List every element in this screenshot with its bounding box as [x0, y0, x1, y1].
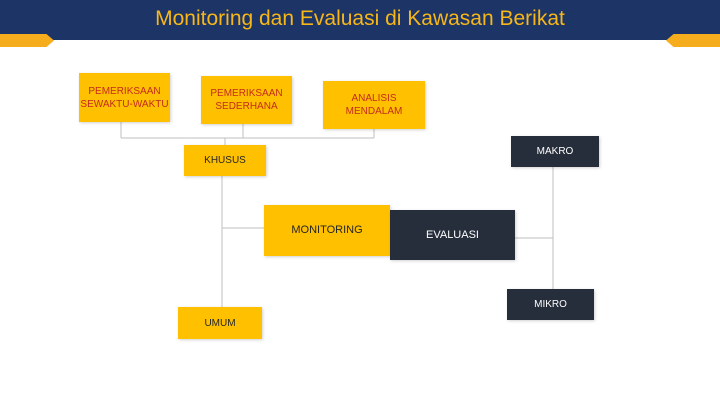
node-monitoring: MONITORING — [264, 205, 390, 256]
node-makro: MAKRO — [511, 136, 599, 167]
node-pemeriksaan-sederhana: PEMERIKSAAN SEDERHANA — [201, 76, 292, 124]
node-mikro: MIKRO — [507, 289, 594, 320]
node-evaluasi: EVALUASI — [390, 210, 515, 260]
right-accent-arrow — [666, 34, 720, 47]
title-bar — [0, 0, 720, 40]
slide-title: Monitoring dan Evaluasi di Kawasan Berik… — [155, 7, 565, 30]
node-analisis-mendalam: ANALISIS MENDALAM — [323, 81, 425, 129]
node-khusus: KHUSUS — [184, 145, 266, 176]
left-accent-arrow — [0, 34, 54, 47]
node-pemeriksaan-sewaktu: PEMERIKSAAN SEWAKTU-WAKTU — [79, 73, 170, 122]
node-umum: UMUM — [178, 307, 262, 339]
